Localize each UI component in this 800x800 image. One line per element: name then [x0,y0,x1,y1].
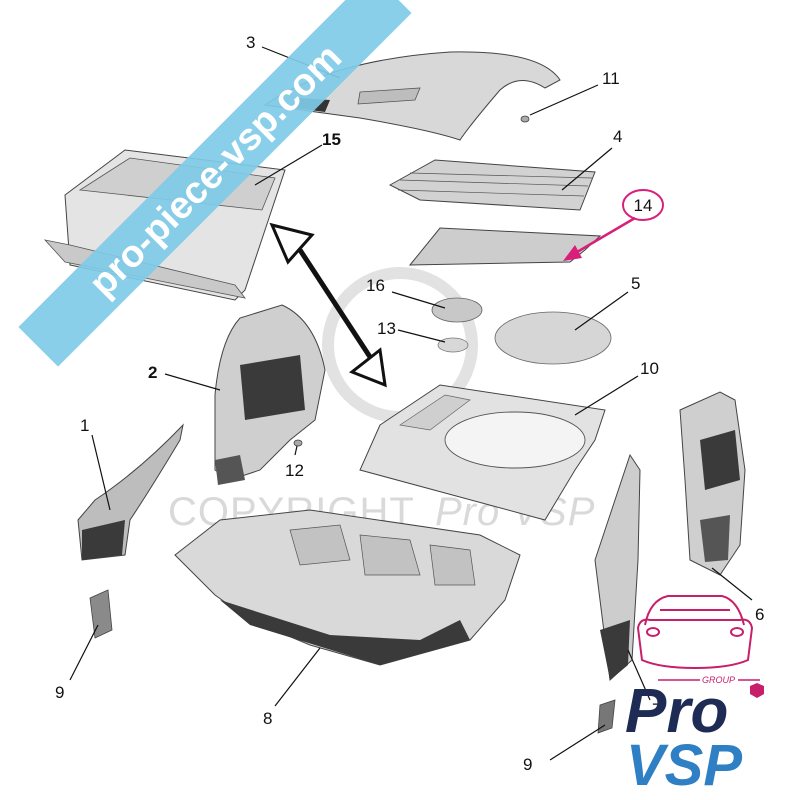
label-8: 8 [263,709,272,728]
part-5-large-disc [494,311,612,365]
part-6-right-quarter-panel [679,391,746,576]
part-12-clip [293,439,303,447]
part-number-labels: 3 11 15 4 16 13 5 10 2 12 1 9 8 6 7 9 [55,33,764,774]
brand-pro-text: Pro [625,677,728,746]
callout-14: 14 [563,189,664,261]
car-outline-icon [636,595,754,670]
label-16: 16 [366,276,385,295]
label-13: 13 [377,319,396,338]
website-banner: pro-piece-vsp.com [18,0,412,367]
label-4: 4 [613,127,622,146]
label-6: 6 [755,605,764,624]
part-7-right-trim [594,453,641,682]
part-8-trunk-tub [174,509,521,666]
part-13-disc [437,337,469,353]
part-10-trunk-floor [359,384,606,521]
label-15: 15 [322,130,341,149]
label-2: 2 [148,363,157,382]
part-11-clip [520,115,530,123]
label-11: 11 [602,69,620,88]
label-9-left: 9 [55,683,64,702]
assembly-double-arrow [269,222,387,388]
brand-group-text: GROUP [702,675,735,685]
label-5: 5 [631,274,640,293]
brand-vsp-text: VSP [626,733,742,798]
label-3: 3 [246,33,255,52]
part-9-right-pad [597,699,616,734]
part-9-left-pad [89,589,113,639]
label-10: 10 [640,359,659,378]
hexagon-icon [750,683,764,698]
banner-ribbon [18,0,412,367]
label-1: 1 [80,416,89,435]
label-9-right: 9 [523,755,532,774]
label-7: 7 [652,700,661,719]
label-14: 14 [634,196,653,215]
brand-logo: GROUP Pro VSP [625,595,764,798]
part-2-left-quarter-panel [214,304,326,485]
part-16-disc [431,297,483,323]
part-1-left-trim [77,423,184,561]
part-4-ribbed-panel [388,159,596,211]
label-12: 12 [285,461,304,480]
